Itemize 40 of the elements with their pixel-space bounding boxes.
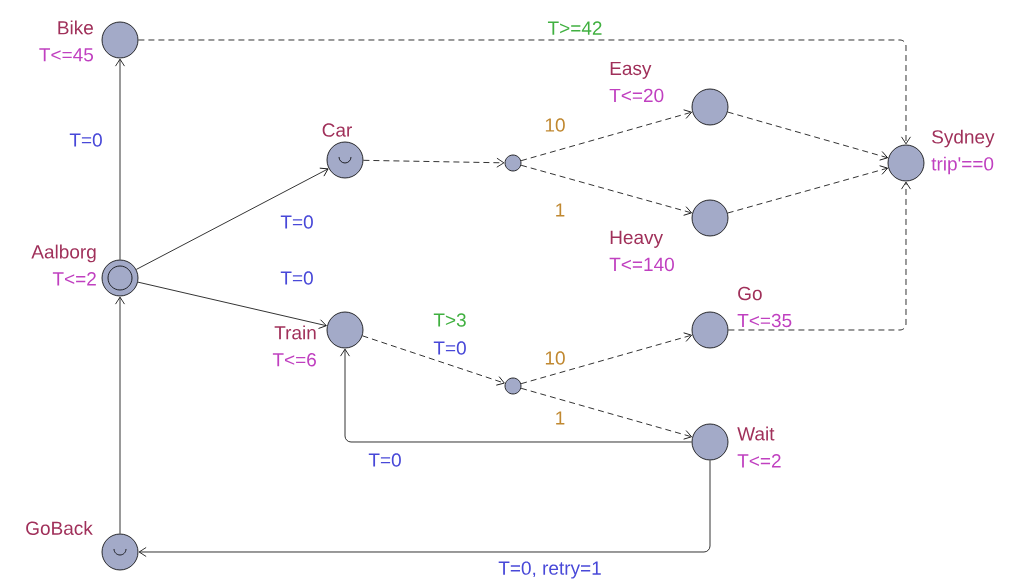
arrow [138,39,911,145]
branch-point [504,154,522,172]
arrow [520,387,692,440]
location-label: Go T<=35 [737,286,792,328]
edge-label: T=0 [68,132,104,148]
arrow [520,109,692,162]
arrow [728,181,911,331]
location-label: Easy T<=20 [609,61,664,103]
edge-label: 10 [543,117,567,133]
location-label: Wait T<=2 [737,426,781,468]
edge-label: T>3 [432,312,468,328]
edge-label: 10 [543,350,567,366]
location-label: Sydney trip'==0 [931,129,995,175]
arrow [115,296,125,534]
location-label: Heavy T<=140 [609,230,674,272]
edge-label: 1 [553,410,567,426]
update-label: T=0 [432,340,468,356]
arrow [138,460,711,557]
branch-point [504,377,522,395]
arrow [340,348,692,443]
arrow [137,281,327,329]
edge-label: T>=42 [546,20,604,36]
edge-label: 1 [553,202,567,218]
edge-label: T=0, retry=1 [497,560,603,580]
edge-label: T=0 [279,270,315,286]
arrow [135,167,329,270]
edge-label: T=0 [279,214,315,230]
arrow [727,111,888,161]
arrow [362,335,505,386]
arrow [363,157,505,168]
location-label: Bike T<=45 [39,20,93,62]
arrow [115,58,125,260]
location-label: Car [322,123,352,137]
location-label: Aalborg T<=2 [31,244,96,286]
location-label: Train T<=6 [272,325,316,367]
arrow [520,332,692,385]
edge-label: T=0 [367,452,403,468]
arrow [727,165,888,214]
location-label: GoBack [26,521,93,535]
arrow [520,164,692,216]
